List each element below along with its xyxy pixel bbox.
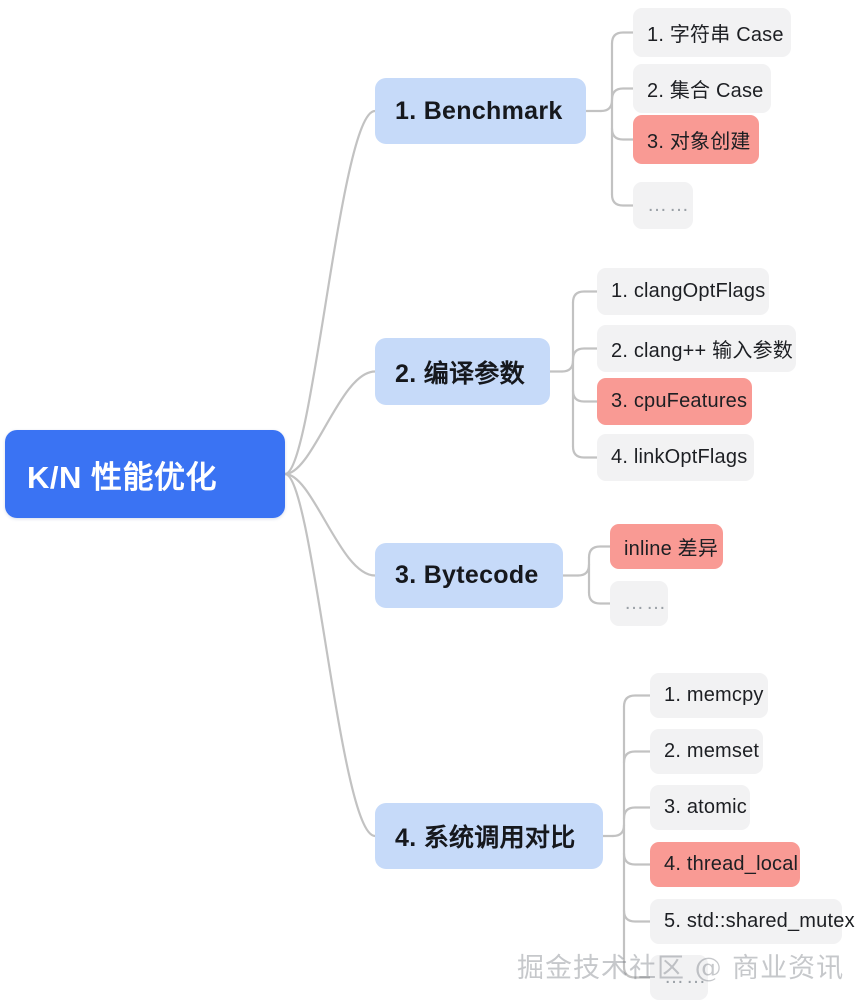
- edge-leaf-3-3: [622, 852, 652, 866]
- leaf-node-syscall-compare-4[interactable]: 4. thread_local: [650, 842, 800, 887]
- leaf-node-compile-flags-3[interactable]: 3. cpuFeatures: [597, 378, 752, 425]
- leaf-node-syscall-compare-5[interactable]: 5. std::shared_mutex: [650, 899, 855, 944]
- edge-leaf-0-3: [610, 193, 635, 207]
- edge-leaf-1-2: [571, 389, 599, 403]
- branch-node-compile-flags[interactable]: 2. 编译参数: [375, 338, 550, 405]
- edge-leaf-1-1: [571, 347, 599, 361]
- edge-leaf-3-4: [622, 909, 652, 923]
- edge-leaf-3-0: [622, 694, 652, 708]
- leaf-node-compile-flags-4[interactable]: 4. linkOptFlags: [597, 434, 754, 481]
- edge-leaf-0-0: [610, 31, 635, 45]
- edge-leaf-1-3: [571, 445, 599, 459]
- edge-root-to-branch-0: [283, 109, 377, 476]
- leaf-node-compile-flags-1[interactable]: 1. clangOptFlags: [597, 268, 769, 315]
- leaf-node-syscall-compare-2[interactable]: 2. memset: [650, 729, 763, 774]
- edge-spine-join-2: [576, 563, 591, 577]
- leaf-node-benchmark-4[interactable]: ……: [633, 182, 693, 229]
- leaf-node-benchmark-1[interactable]: 1. 字符串 Case: [633, 8, 791, 57]
- branch-node-benchmark[interactable]: 1. Benchmark: [375, 78, 586, 144]
- edge-leaf-3-1: [622, 750, 652, 764]
- leaf-node-bytecode-1[interactable]: inline 差异: [610, 524, 723, 569]
- root-node[interactable]: K/N 性能优化: [5, 430, 285, 518]
- edge-leaf-0-1: [610, 87, 635, 101]
- edge-spine-join-0: [599, 98, 614, 113]
- edge-leaf-0-2: [610, 127, 635, 141]
- watermark-text: 掘金技术社区 @ 商业资讯: [517, 953, 845, 984]
- leaf-node-syscall-compare-6[interactable]: ……: [650, 955, 708, 1000]
- leaf-node-benchmark-2[interactable]: 2. 集合 Case: [633, 64, 771, 113]
- leaf-node-syscall-compare-1[interactable]: 1. memcpy: [650, 673, 768, 718]
- edge-leaf-3-2: [622, 806, 652, 820]
- edge-spine-join-3: [611, 823, 626, 838]
- leaf-node-compile-flags-2[interactable]: 2. clang++ 输入参数: [597, 325, 796, 372]
- branch-node-syscall-compare[interactable]: 4. 系统调用对比: [375, 803, 603, 869]
- edge-leaf-1-0: [571, 290, 599, 304]
- edge-spine-join-1: [560, 359, 575, 373]
- edge-leaf-2-0: [587, 545, 612, 559]
- branch-node-bytecode[interactable]: 3. Bytecode: [375, 543, 563, 608]
- edge-leaf-2-1: [587, 591, 612, 605]
- leaf-node-benchmark-3[interactable]: 3. 对象创建: [633, 115, 759, 164]
- edge-root-to-branch-1: [283, 370, 377, 476]
- leaf-node-syscall-compare-3[interactable]: 3. atomic: [650, 785, 750, 830]
- edge-root-to-branch-2: [283, 472, 377, 577]
- edge-root-to-branch-3: [283, 472, 377, 838]
- leaf-node-bytecode-2[interactable]: ……: [610, 581, 668, 626]
